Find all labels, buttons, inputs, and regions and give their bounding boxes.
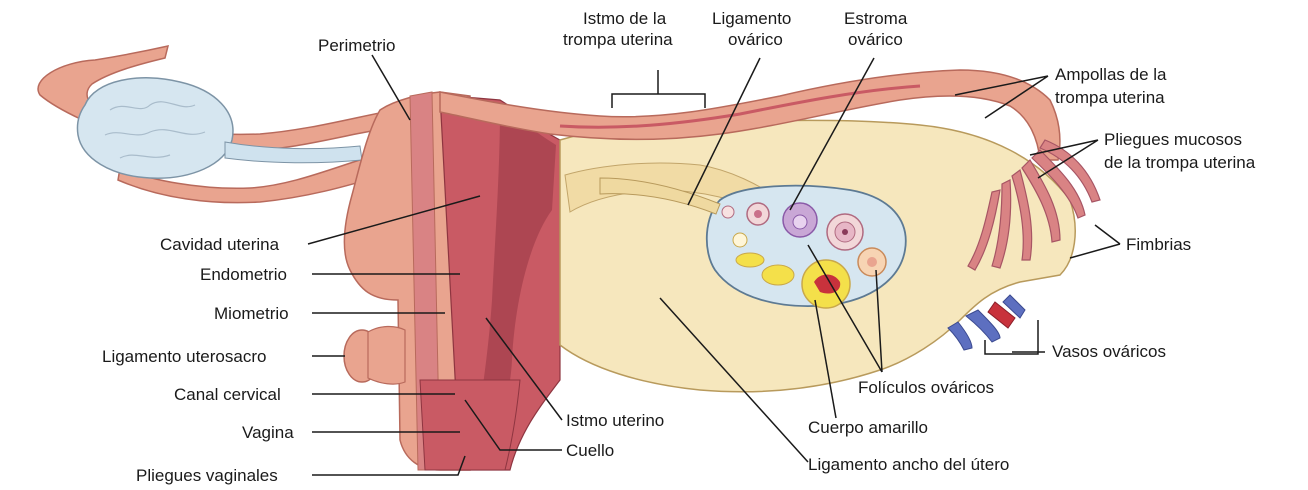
label-estroma-ovarico-line1: Estroma xyxy=(844,9,908,28)
anatomy-illustration xyxy=(38,46,1100,470)
label-vagina: Vagina xyxy=(242,423,294,442)
uterosacral-stub xyxy=(368,326,405,384)
label-cuerpo-amarillo: Cuerpo amarillo xyxy=(808,418,928,437)
label-pliegues-mucosos-line1: Pliegues mucosos xyxy=(1104,130,1242,149)
label-pliegues-vaginales: Pliegues vaginales xyxy=(136,466,278,485)
label-pliegues-mucosos-line2: de la trompa uterina xyxy=(1104,153,1256,172)
label-istmo-uterino: Istmo uterino xyxy=(566,411,664,430)
label-ligamento-ovarico-line2: ovárico xyxy=(728,30,783,49)
label-istmo-trompa-line2: trompa uterina xyxy=(563,30,673,49)
label-endometrio: Endometrio xyxy=(200,265,287,284)
label-istmo-trompa-line1: Istmo de la xyxy=(583,9,667,28)
label-cuello: Cuello xyxy=(566,441,614,460)
label-ampollas-line1: Ampollas de la xyxy=(1055,65,1167,84)
label-ampollas-line2: trompa uterina xyxy=(1055,88,1165,107)
label-estroma-ovarico-line2: ovárico xyxy=(848,30,903,49)
label-ligamento-ovarico-line1: Ligamento xyxy=(712,9,791,28)
corpus-luteum xyxy=(802,260,850,308)
label-vasos-ovaricos: Vasos ováricos xyxy=(1052,342,1166,361)
label-canal-cervical: Canal cervical xyxy=(174,385,281,404)
label-ligamento-uterosacro: Ligamento uterosacro xyxy=(102,347,266,366)
label-ligamento-ancho: Ligamento ancho del útero xyxy=(808,455,1009,474)
left-ovary xyxy=(77,78,232,178)
label-perimetrio: Perimetrio xyxy=(318,36,395,55)
label-miometrio: Miometrio xyxy=(214,304,289,323)
label-fimbrias: Fimbrias xyxy=(1126,235,1191,254)
label-cavidad-uterina: Cavidad uterina xyxy=(160,235,280,254)
label-foliculos-ovaricos: Folículos ováricos xyxy=(858,378,994,397)
